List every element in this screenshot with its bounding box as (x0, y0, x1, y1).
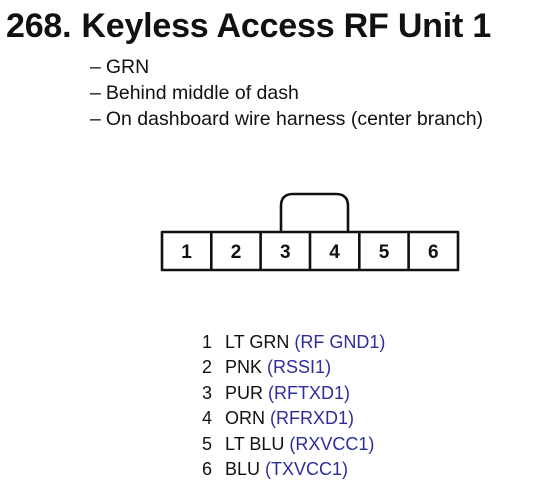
detail-item-color: –GRN (90, 54, 483, 80)
title-text: Keyless Access RF Unit 1 (81, 7, 492, 45)
signal-name: (RSSI1) (267, 357, 332, 378)
pinout-row: 6 BLU (TXVCC1) (202, 457, 385, 482)
wire-color: PNK (225, 357, 263, 378)
cavity-label-1: 1 (181, 242, 192, 263)
wire-color: LT BLU (225, 433, 285, 454)
page-title: 268.Keyless Access RF Unit 1 (6, 4, 491, 48)
detail-item-location: –Behind middle of dash (90, 80, 483, 106)
pin-number: 1 (202, 332, 213, 352)
connector-diagram: 1 2 3 4 5 6 (160, 190, 460, 274)
pin-number: 5 (202, 433, 213, 454)
wire-color: BLU (225, 459, 261, 480)
bullet-dash: – (90, 56, 101, 78)
detail-text: Behind middle of dash (105, 82, 299, 104)
detail-item-harness: –On dashboard wire harness (center branc… (90, 106, 483, 132)
cavity-label-4: 4 (329, 242, 340, 263)
signal-name: (RXVCC1) (289, 433, 375, 454)
bullet-dash: – (90, 108, 101, 130)
pin-number: 2 (202, 357, 213, 378)
section-number: 268. (6, 7, 72, 45)
connector-details: –GRN –Behind middle of dash –On dashboar… (90, 54, 483, 132)
detail-text: On dashboard wire harness (center branch… (105, 108, 484, 130)
signal-name: (RFRXD1) (270, 408, 355, 429)
connector-face-svg: 1 2 3 4 5 6 (160, 192, 460, 272)
signal-name: (RF GND1) (294, 332, 386, 352)
pinout-row: 3 PUR (RFTXD1) (202, 381, 385, 406)
pin-number: 3 (202, 382, 213, 403)
cavity-label-3: 3 (280, 242, 291, 263)
pinout-row: 2 PNK (RSSI1) (202, 355, 385, 380)
wire-color: LT GRN (225, 332, 290, 352)
pin-number: 4 (202, 408, 213, 429)
wire-color: PUR (225, 382, 264, 403)
connector-lock-tab (279, 192, 350, 232)
pinout-list: 1 LT GRN (RF GND1) 2 PNK (RSSI1) 3 PUR (… (202, 330, 385, 482)
pinout-row: 5 LT BLU (RXVCC1) (202, 432, 385, 457)
signal-name: (TXVCC1) (265, 459, 349, 480)
cavity-label-2: 2 (231, 242, 242, 263)
detail-text: GRN (105, 56, 150, 78)
signal-name: (RFTXD1) (268, 382, 351, 403)
bullet-dash: – (90, 82, 101, 104)
cavity-label-5: 5 (379, 242, 390, 263)
cavity-label-6: 6 (428, 242, 439, 263)
pinout-row: 1 LT GRN (RF GND1) (202, 330, 385, 355)
wire-color: ORN (225, 408, 266, 429)
pin-number: 6 (202, 459, 213, 480)
pinout-row: 4 ORN (RFRXD1) (202, 406, 385, 431)
